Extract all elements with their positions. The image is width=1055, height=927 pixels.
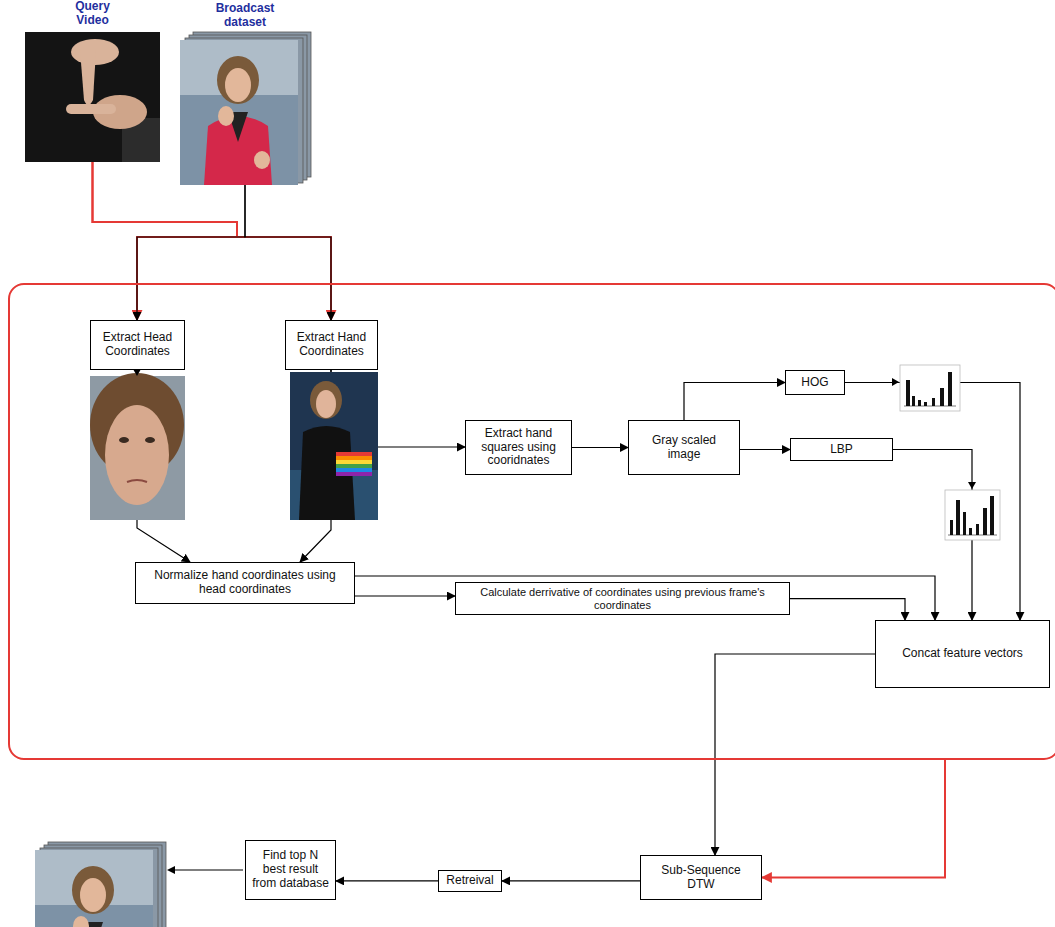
process-box: Retreival (438, 870, 502, 892)
query-video-frame (25, 32, 160, 162)
bar (924, 402, 927, 406)
face (105, 405, 169, 505)
bar (912, 396, 915, 406)
node-label: Calculate derrivative of coordinates usi… (461, 586, 784, 611)
node-label: Gray scaled image (634, 434, 734, 462)
face (316, 390, 336, 418)
eye (145, 437, 155, 443)
flow-arrow (790, 599, 905, 620)
node-label: Find top N best result from database (251, 849, 330, 890)
hair (310, 381, 342, 419)
pipeline-group: Extract Head Coordinates Extract Hand Coo… (8, 283, 1055, 760)
video-frame (25, 32, 160, 162)
flow-arrow (572, 447, 628, 448)
node-label: Retreival (446, 874, 493, 888)
media-source: Broadcast dataset (180, 2, 310, 185)
bar (969, 528, 972, 535)
stripe (336, 460, 372, 464)
process-box: Extract hand squares using cooridnates (465, 420, 572, 475)
bar (918, 400, 921, 406)
stripe (336, 472, 372, 476)
bar (956, 500, 960, 535)
process-box: Extract Head Coordinates (90, 320, 185, 370)
node-label: Extract Head Coordinates (96, 331, 179, 359)
node-label: Extract hand squares using cooridnates (471, 427, 566, 468)
mouth (127, 480, 147, 482)
flow-arrow (762, 760, 945, 878)
finger (80, 50, 96, 105)
bar (906, 380, 910, 406)
process-box: Calculate derrivative of coordinates usi… (455, 582, 790, 615)
flow-arrow (93, 162, 332, 320)
arrow-head (968, 482, 976, 489)
flow-arrow (845, 383, 1020, 621)
node-label: Concat feature vectors (902, 647, 1023, 661)
flow-arrow (355, 576, 935, 620)
node-label: LBP (830, 443, 853, 457)
lbp-histogram (945, 490, 1000, 540)
node-label: Sub-Sequence DTW (646, 864, 756, 892)
flow-arrow (740, 449, 790, 450)
bar (963, 512, 966, 535)
frame (180, 40, 298, 185)
eye (119, 437, 129, 443)
bar (940, 388, 944, 406)
chart-frame (900, 365, 960, 411)
process-box: Gray scaled image (628, 420, 740, 475)
bar (932, 398, 935, 406)
flow-arrow (245, 185, 331, 320)
stripe (336, 464, 372, 468)
flow-arrow (355, 595, 455, 596)
stripe (336, 456, 372, 460)
flow-arrow (715, 654, 875, 855)
stripe (336, 468, 372, 472)
finger (66, 104, 116, 114)
bar (948, 372, 952, 406)
node-label: Normalize hand coordinates using head co… (141, 569, 349, 597)
flow-arrow (502, 880, 640, 881)
process-box: HOG (785, 370, 845, 395)
process-box: Extract Hand Coordinates (285, 320, 378, 370)
media-source: Query Video (25, 0, 160, 162)
flow-arrow (93, 162, 238, 320)
axis (948, 535, 997, 536)
output-arrow (174, 869, 243, 870)
hog-histogram (900, 365, 960, 411)
hair (217, 56, 259, 104)
frame-stack (180, 32, 311, 185)
hand (218, 106, 234, 126)
node-label: Broadcast dataset (208, 2, 283, 30)
process-box: LBP (790, 438, 893, 461)
flow-arrow (684, 383, 785, 421)
crop-frame (290, 372, 378, 520)
process-box: Concat feature vectors (875, 620, 1050, 688)
arrow-head (133, 369, 141, 376)
node-label: HOG (801, 376, 828, 390)
process-box: Find top N best result from database (245, 840, 336, 900)
chart-frame (945, 490, 1000, 540)
bar (983, 508, 987, 535)
process-box: Normalize hand coordinates using head co… (135, 562, 355, 604)
hand-frame (290, 372, 378, 520)
head-crop (90, 373, 185, 520)
bar (976, 524, 979, 535)
process-box: Sub-Sequence DTW (640, 855, 762, 900)
arrow-head (167, 866, 175, 874)
flow-arrow (137, 185, 245, 320)
hand (254, 151, 270, 169)
bar (990, 496, 994, 535)
stripe (336, 452, 372, 456)
node-label: Extract Hand Coordinates (291, 331, 372, 359)
face (225, 68, 251, 102)
result-frames (35, 842, 166, 927)
arrow-head (892, 378, 899, 386)
flow-arrow (336, 880, 438, 881)
bar (950, 520, 953, 535)
node-label: Query Video (63, 0, 123, 28)
